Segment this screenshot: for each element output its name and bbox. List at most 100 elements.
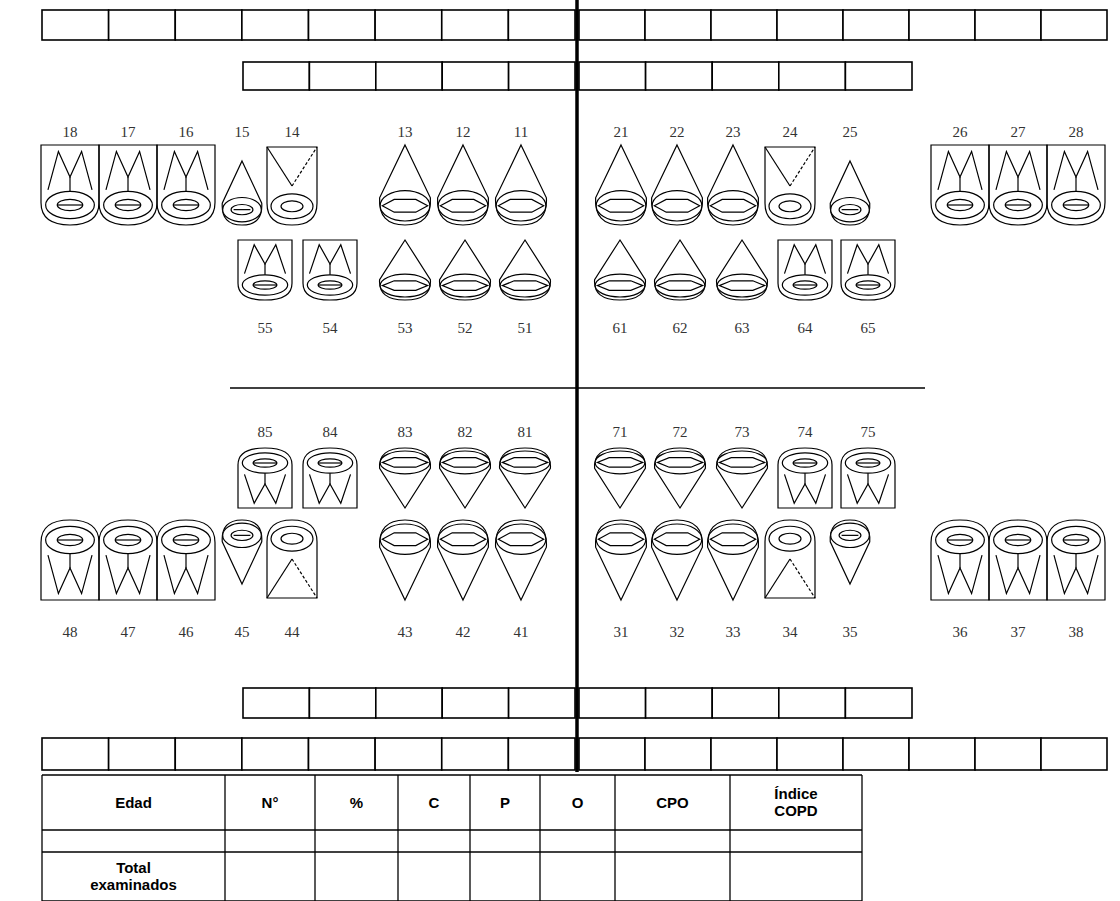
record-box [711,738,777,770]
tooth-number: 13 [398,124,413,141]
record-box [1041,10,1107,40]
tooth-outline [947,539,973,540]
record-box [243,688,309,718]
tooth-figure [238,240,292,300]
tooth-outline [1005,204,1031,205]
tooth-outline [115,204,141,205]
tooth-figure [99,145,157,225]
tooth-number: 44 [285,624,300,641]
tooth-outline [931,520,989,600]
tooth-outline [1005,199,1031,210]
tooth-outline [267,147,292,186]
record-box [509,688,575,718]
record-box [109,10,176,40]
record-box [712,688,779,718]
tooth-outline [708,145,759,225]
record-box [579,688,646,718]
tooth-figure [238,448,292,508]
record-box [442,10,509,40]
tooth-outline [41,520,99,600]
index-table [42,775,862,901]
tooth-outline [769,194,811,219]
tooth-outline [438,191,488,221]
table-header: C [429,794,440,811]
tooth-outline [267,147,317,225]
tooth-outline [989,520,1047,600]
tooth-outline [710,533,755,546]
tooth-figure [438,145,489,225]
tooth-outline [231,205,253,215]
table-rule [469,775,470,901]
tooth-outline [842,535,859,536]
tooth-outline [596,145,647,225]
record-box [712,62,779,90]
record-box [309,62,375,90]
tooth-outline [500,240,551,300]
tooth-number: 14 [285,124,300,141]
record-box [579,62,646,90]
tooth-outline [1063,539,1089,540]
tooth-outline [440,240,491,300]
tooth-number: 48 [63,624,78,641]
tooth-outline [281,201,303,212]
tooth-outline [500,274,550,297]
record-box [309,688,375,718]
tooth-outline [598,533,643,546]
tooth-outline [793,462,817,463]
tooth-figure [99,520,157,600]
tooth-outline [440,451,490,474]
tooth-outline [440,533,485,546]
tooth-outline [271,194,313,219]
tooth-outline [440,199,485,212]
tooth-outline [830,520,870,584]
tooth-outline [380,451,430,474]
tooth-number: 22 [670,124,685,141]
tooth-outline [655,274,705,297]
tooth-outline [292,559,317,598]
tooth-outline [382,458,427,468]
record-box [646,688,713,718]
tooth-outline [500,451,550,474]
tooth-outline [793,281,817,289]
record-box [42,738,109,770]
tooth-outline [223,197,262,221]
tooth-figure [652,520,703,600]
tooth-number: 36 [953,624,968,641]
tooth-outline [442,458,487,468]
tooth-outline [318,281,342,289]
tooth-outline [496,145,547,225]
tooth-figure [765,520,815,598]
tooth-number: 54 [323,320,338,337]
tooth-number: 18 [63,124,78,141]
tooth-outline [242,453,287,473]
tooth-outline [947,199,973,210]
tooth-outline [234,209,251,210]
tooth-outline [595,240,646,300]
tooth-number: 65 [861,320,876,337]
record-box [779,688,846,718]
tooth-number: 38 [1069,624,1084,641]
tooth-outline [496,520,547,600]
tooth-number: 64 [798,320,813,337]
tooth-outline [99,145,157,225]
tooth-outline [1005,539,1031,540]
tooth-figure [222,520,262,584]
record-box [711,10,777,40]
tooth-outline [793,284,817,285]
record-box [442,738,509,770]
record-box [843,738,909,770]
tooth-outline [157,145,215,225]
tooth-outline [598,199,643,212]
tooth-figure [596,520,647,600]
tooth-number: 71 [613,424,628,441]
table-rule [729,775,730,901]
record-box [242,10,309,40]
tooth-outline [652,145,703,225]
tooth-outline [765,559,790,598]
tooth-outline [46,526,95,553]
tooth-outline [498,199,543,212]
tooth-outline [440,448,491,508]
tooth-outline [779,201,801,212]
table-header: O [572,794,584,811]
table-rule [42,900,862,901]
